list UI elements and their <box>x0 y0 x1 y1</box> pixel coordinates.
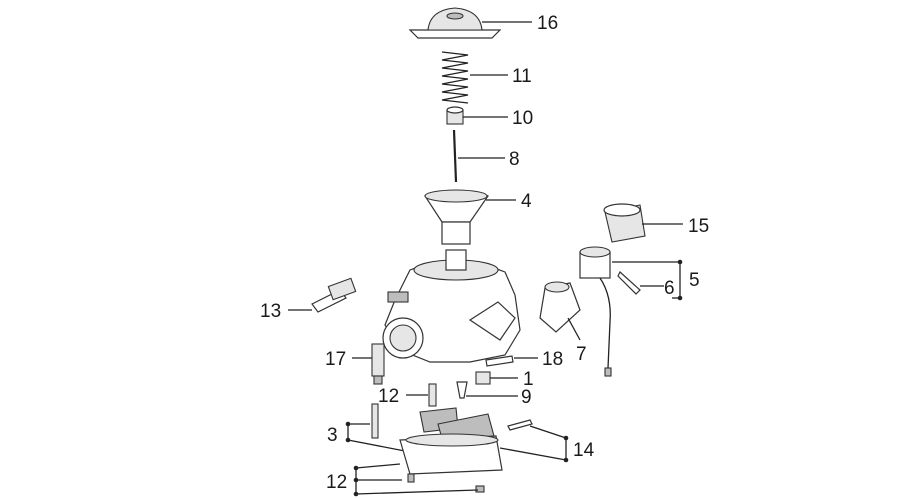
part-3-adjust-screw <box>371 403 379 439</box>
callout-10: 10 <box>512 108 533 129</box>
part-10-retainer <box>446 106 464 125</box>
callout-18: 18 <box>542 349 563 370</box>
callout-13: 13 <box>260 301 281 322</box>
callout-12-upper: 12 <box>378 386 399 407</box>
callout-5: 5 <box>689 270 700 291</box>
part-5-choke <box>579 246 641 377</box>
float-bowl <box>399 433 503 493</box>
callout-3: 3 <box>327 425 338 446</box>
part-9-valve <box>456 381 468 399</box>
part-4-slide <box>424 189 489 245</box>
callout-4: 4 <box>521 191 532 212</box>
callout-17: 17 <box>325 349 346 370</box>
part-18-screw <box>485 355 514 367</box>
callout-6: 6 <box>664 278 675 299</box>
part-8-needle <box>452 129 458 183</box>
callout-dots <box>345 259 683 497</box>
part-11-spring <box>441 51 469 104</box>
part-15-cap <box>603 203 646 243</box>
part-13-fitting <box>311 277 357 313</box>
part-1-nut <box>475 371 491 385</box>
callout-11: 11 <box>512 66 532 87</box>
callout-16: 16 <box>537 13 558 34</box>
callout-12-lower: 12 <box>326 472 347 493</box>
callout-8: 8 <box>509 149 520 170</box>
callout-15: 15 <box>688 216 709 237</box>
part-17-jet <box>371 343 385 385</box>
callout-9: 9 <box>521 387 532 408</box>
part-16-cap <box>408 7 502 39</box>
part-12-jet <box>428 383 437 407</box>
callout-1: 1 <box>523 369 534 390</box>
carburetor-body <box>382 249 521 363</box>
part-7-holder <box>539 281 581 333</box>
callout-14: 14 <box>573 440 595 461</box>
callout-7: 7 <box>576 344 587 365</box>
